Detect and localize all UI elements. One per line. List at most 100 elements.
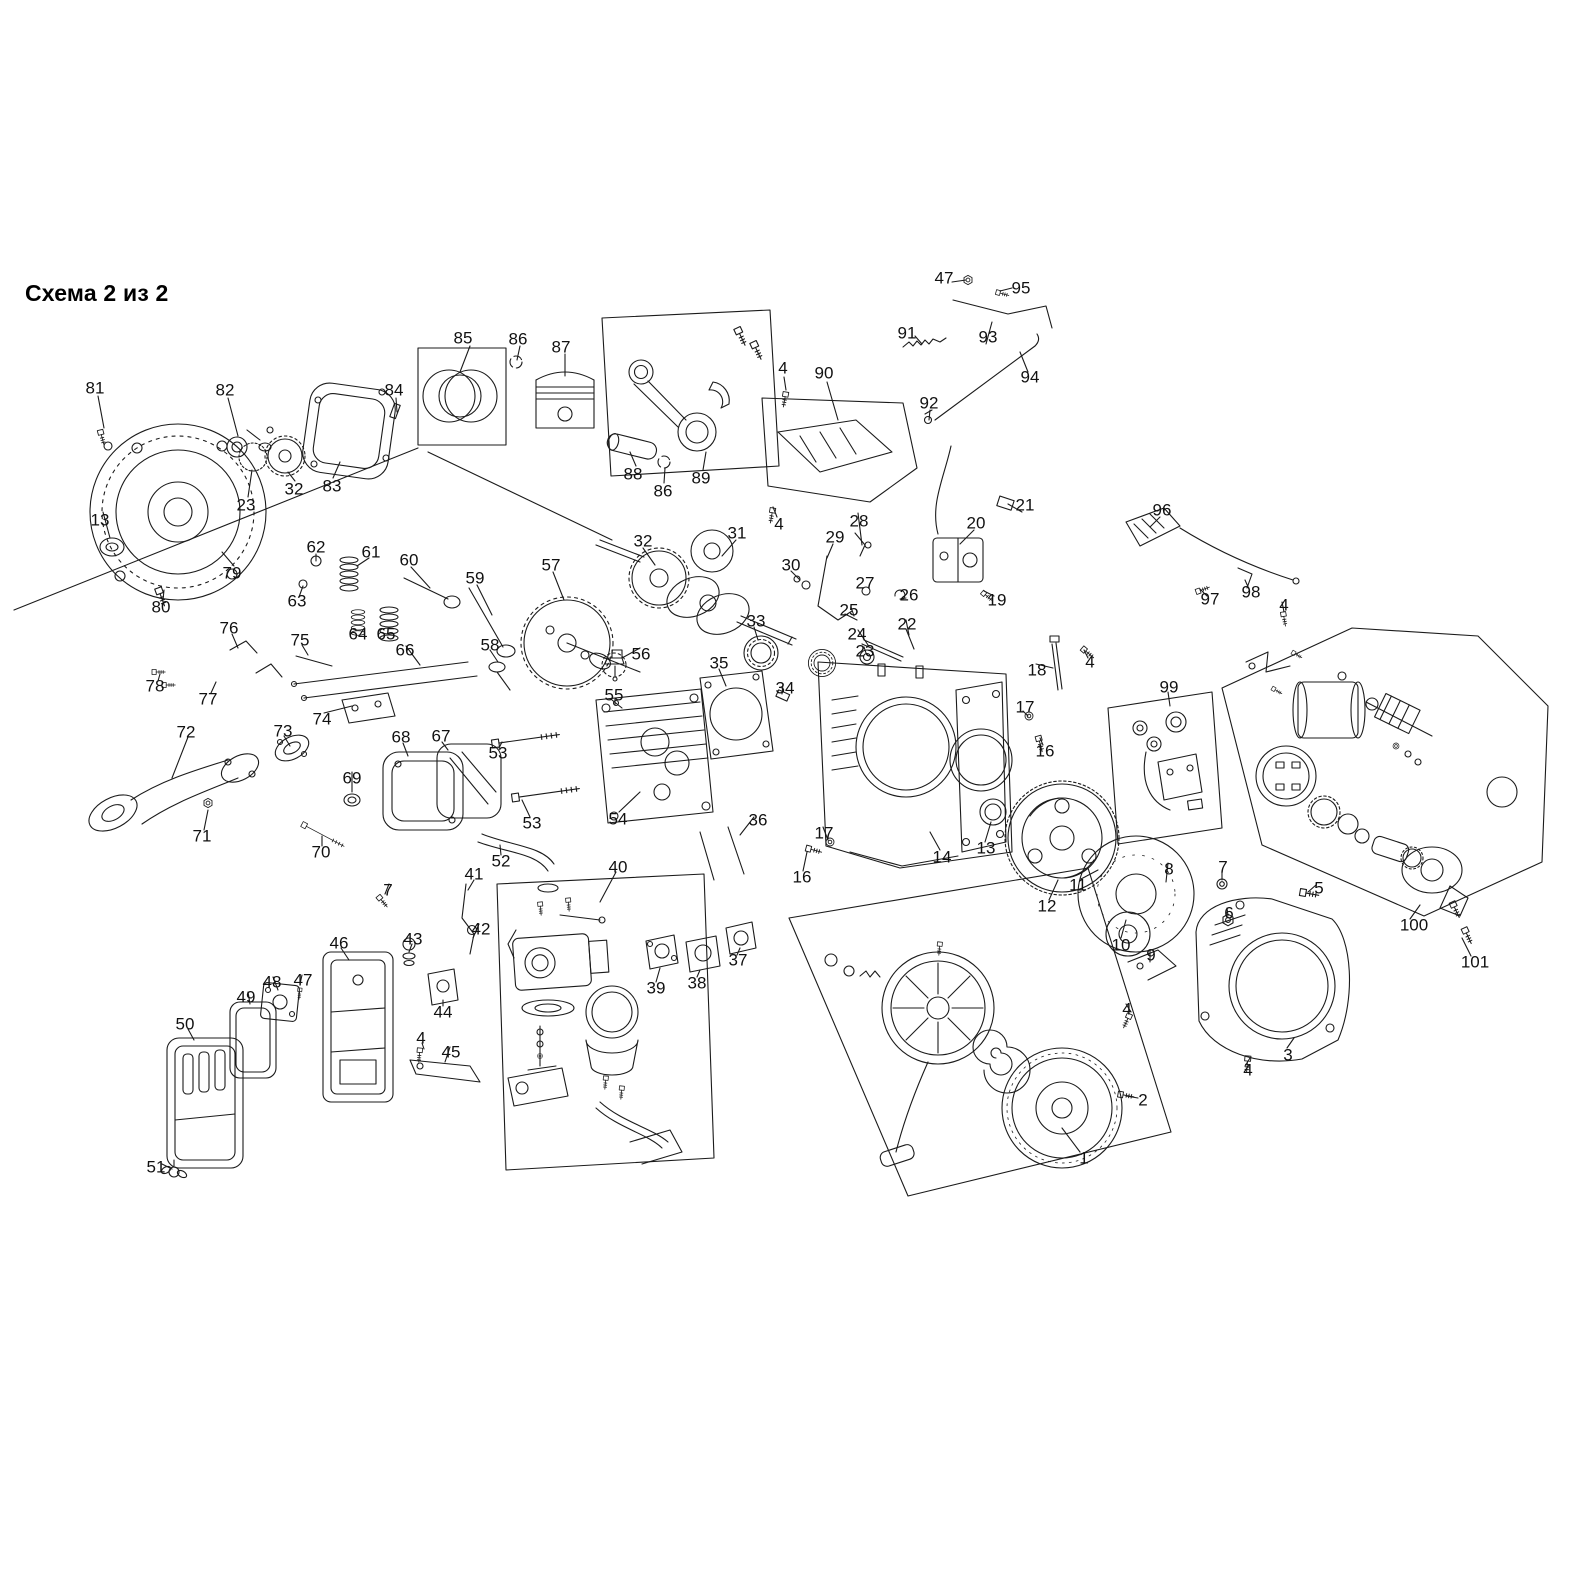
part-label-52: 52 bbox=[491, 851, 511, 871]
muffler-drawing bbox=[300, 743, 555, 872]
part-label-44: 44 bbox=[433, 1002, 453, 1022]
part-label-4: 4 bbox=[1085, 652, 1095, 672]
part-label-22: 22 bbox=[897, 614, 917, 634]
part-label-27: 27 bbox=[855, 573, 875, 593]
part-label-17: 17 bbox=[1015, 697, 1035, 717]
part-label-55: 55 bbox=[604, 685, 624, 705]
piston-rings-drawing bbox=[417, 347, 523, 446]
part-label-4: 4 bbox=[1122, 999, 1132, 1019]
governor-arm-drawing bbox=[793, 555, 915, 665]
part-label-3: 3 bbox=[1283, 1045, 1293, 1065]
part-label-30: 30 bbox=[781, 555, 801, 575]
part-label-43: 43 bbox=[403, 929, 423, 949]
part-label-4: 4 bbox=[1243, 1060, 1253, 1080]
part-label-101: 101 bbox=[1460, 952, 1490, 972]
part-label-13: 13 bbox=[90, 510, 110, 530]
camshaft-drawing bbox=[520, 596, 641, 709]
part-label-42: 42 bbox=[471, 919, 491, 939]
part-label-14: 14 bbox=[932, 847, 952, 867]
air-cleaner-drawing bbox=[160, 883, 481, 1179]
part-label-92: 92 bbox=[919, 393, 939, 413]
exhaust-manifold-drawing bbox=[88, 734, 310, 832]
cylinder-head-drawing bbox=[490, 688, 745, 881]
part-label-25: 25 bbox=[839, 600, 859, 620]
part-label-70: 70 bbox=[311, 842, 331, 862]
part-label-73: 73 bbox=[273, 721, 293, 741]
part-label-13: 13 bbox=[976, 838, 996, 858]
stop-switch-wire-drawing bbox=[1125, 507, 1300, 627]
part-label-4: 4 bbox=[1279, 595, 1289, 615]
head-gasket-drawing bbox=[699, 670, 774, 760]
part-label-96: 96 bbox=[1152, 500, 1172, 520]
part-label-11: 11 bbox=[1069, 875, 1087, 895]
part-label-28: 28 bbox=[849, 511, 869, 531]
valvetrain-drawing bbox=[151, 555, 516, 724]
part-label-18: 18 bbox=[1027, 660, 1047, 680]
part-label-95: 95 bbox=[1011, 278, 1031, 298]
part-label-53: 53 bbox=[488, 743, 508, 763]
part-label-91: 91 bbox=[897, 323, 917, 343]
part-label-32: 32 bbox=[633, 531, 653, 551]
part-label-21: 21 bbox=[1015, 495, 1035, 515]
recoil-starter-drawing bbox=[788, 867, 1172, 1197]
part-label-84: 84 bbox=[384, 380, 404, 400]
blower-housing-drawing bbox=[1195, 897, 1351, 1073]
part-label-56: 56 bbox=[631, 644, 651, 664]
part-label-31: 31 bbox=[727, 523, 747, 543]
governor-gear-drawing bbox=[226, 426, 306, 477]
part-label-26: 26 bbox=[899, 585, 919, 605]
part-label-4: 4 bbox=[416, 1028, 426, 1048]
part-label-66: 66 bbox=[395, 640, 415, 660]
cylinder-block-drawing bbox=[804, 635, 1096, 869]
part-label-7: 7 bbox=[383, 880, 393, 900]
part-label-6: 6 bbox=[1224, 903, 1234, 923]
crankshaft-drawing bbox=[595, 529, 837, 702]
part-label-10: 10 bbox=[1111, 935, 1131, 955]
part-label-24: 24 bbox=[847, 624, 867, 644]
part-label-64: 64 bbox=[348, 624, 368, 644]
leader-lines bbox=[97, 279, 1472, 1170]
part-label-98: 98 bbox=[1241, 582, 1261, 602]
part-label-77: 77 bbox=[198, 689, 218, 709]
side-cover-gasket-drawing bbox=[302, 382, 401, 480]
part-label-39: 39 bbox=[646, 978, 666, 998]
part-label-40: 40 bbox=[608, 857, 628, 877]
part-label-29: 29 bbox=[825, 527, 845, 547]
part-label-53: 53 bbox=[522, 813, 542, 833]
part-label-60: 60 bbox=[399, 550, 419, 570]
part-label-94: 94 bbox=[1020, 367, 1040, 387]
part-label-4: 4 bbox=[778, 358, 788, 378]
part-label-81: 81 bbox=[85, 378, 105, 398]
flywheel-fan-drawing bbox=[1004, 780, 1320, 1030]
part-label-76: 76 bbox=[219, 618, 239, 638]
part-label-54: 54 bbox=[608, 809, 628, 829]
piston-drawing bbox=[535, 371, 671, 469]
part-label-82: 82 bbox=[215, 380, 235, 400]
part-label-67: 67 bbox=[431, 726, 451, 746]
ignition-coil-drawing bbox=[854, 445, 1015, 603]
part-label-17: 17 bbox=[814, 823, 834, 843]
part-label-87: 87 bbox=[551, 337, 571, 357]
part-label-68: 68 bbox=[391, 727, 411, 747]
part-label-72: 72 bbox=[176, 722, 196, 742]
part-label-35: 35 bbox=[709, 653, 729, 673]
part-label-32: 32 bbox=[284, 479, 304, 499]
carburetor-drawing bbox=[496, 873, 715, 1171]
part-label-7: 7 bbox=[1218, 857, 1228, 877]
part-label-16: 16 bbox=[1035, 741, 1055, 761]
part-label-85: 85 bbox=[453, 328, 473, 348]
connecting-rod-drawing bbox=[601, 309, 780, 477]
part-label-2: 2 bbox=[1138, 1090, 1148, 1110]
part-label-20: 20 bbox=[966, 513, 986, 533]
part-label-47: 47 bbox=[293, 970, 313, 990]
part-label-89: 89 bbox=[691, 468, 711, 488]
part-label-49: 49 bbox=[236, 987, 256, 1007]
page-title: Схема 2 из 2 bbox=[25, 280, 169, 306]
part-label-36: 36 bbox=[748, 810, 768, 830]
section-lines bbox=[13, 447, 613, 611]
part-label-93: 93 bbox=[978, 327, 998, 347]
part-label-23: 23 bbox=[855, 641, 875, 661]
crankcase-cover-drawing bbox=[89, 423, 267, 608]
part-label-16: 16 bbox=[792, 867, 812, 887]
